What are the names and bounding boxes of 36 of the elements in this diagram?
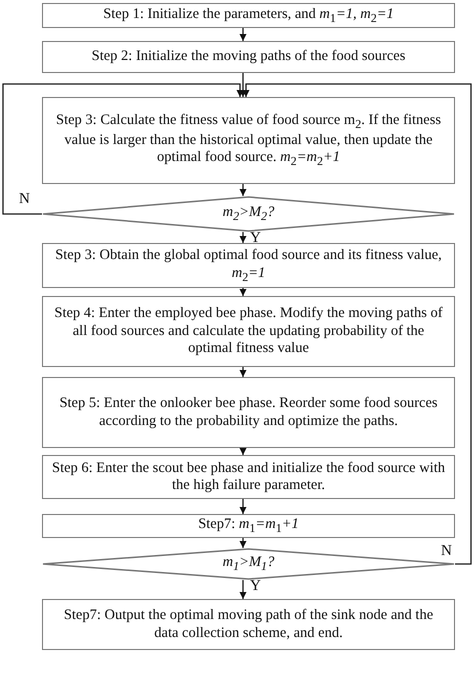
process-box [42, 514, 455, 538]
arrow [240, 580, 246, 599]
step-text: Step 3: Obtain the global optimal food source and its fitness value, m$_{2}$=1 [54, 247, 443, 284]
arrow [240, 184, 246, 196]
step-text: Step7: Output the optimal moving path of the sink node and the data collection scheme, and end. [62, 607, 434, 642]
step-text: Step 3: Calculate the fitness value of food source m$_{2}$. If the fitness value is larger than the historical optimal value, then update the optimal food source. m$_{2}$=m$_{2}$+1 [55, 112, 442, 169]
arrow [2, 83, 244, 215]
step-text: Step 4: Enter the employed bee phase. Modify the moving paths of all food sources and calculate the updating probability of the optimal fitness value [53, 305, 444, 358]
process-box [42, 455, 455, 499]
edge-label: N [18, 192, 31, 207]
arrow [240, 538, 246, 548]
arrow [240, 288, 246, 296]
process-box [42, 41, 455, 73]
edge-label: Y [249, 579, 262, 594]
arrow [240, 73, 246, 97]
step-text: Step 6: Enter the scout bee phase and initialize the food source with the high failure parameter. [51, 460, 446, 494]
step-text: Step 2: Initialize the moving paths of the food sources [90, 48, 406, 66]
condition-text: m$_{1}$>M$_{1}$? [222, 554, 276, 574]
arrow [240, 499, 246, 514]
process-box [42, 377, 455, 448]
arrow [240, 448, 246, 455]
process-box [42, 97, 455, 184]
arrow [242, 83, 472, 565]
arrow [240, 367, 246, 377]
step-text: Step7: m$_{1}$=m$_{1}$+1 [197, 516, 300, 536]
arrow [240, 28, 246, 41]
process-box [42, 599, 455, 650]
process-box [42, 3, 455, 28]
condition-text: m$_{2}$>M$_{2}$? [222, 204, 276, 224]
process-box [42, 243, 455, 288]
process-box [42, 296, 455, 367]
step-text: Step 1: Initialize the parameters, and m$_{1}$=1, m$_{2}$=1 [102, 6, 395, 26]
arrow [240, 232, 246, 243]
step-text: Step 5: Enter the onlooker bee phase. Reorder some food sources according to the probability and optimize the paths. [58, 395, 439, 430]
edge-label: N [440, 544, 453, 559]
edge-label: Y [249, 231, 262, 246]
